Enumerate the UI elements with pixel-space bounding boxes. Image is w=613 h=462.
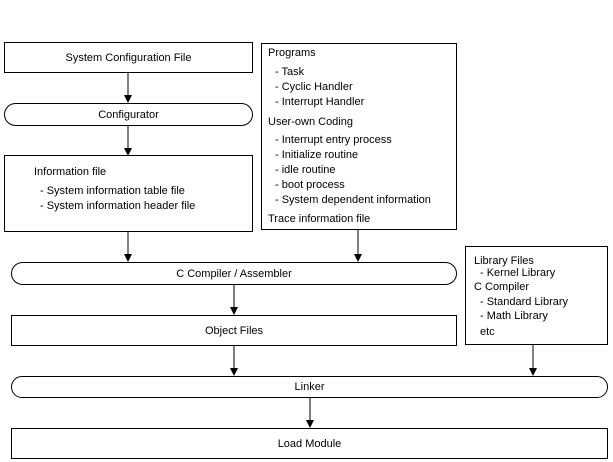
load-module-label: Load Module <box>277 437 342 450</box>
program-item-task: - Task <box>275 66 305 78</box>
user-coding-title: User-own Coding <box>268 116 353 128</box>
user-coding-item-initialize: - Initialize routine <box>275 149 359 161</box>
linker-label: Linker <box>294 381 325 393</box>
library-item-math: - Math Library <box>480 310 548 322</box>
system-config-file-label: System Configuration File <box>65 51 192 64</box>
compiler-process: C Compiler / Assembler <box>11 262 457 285</box>
program-item-cyclic: - Cyclic Handler <box>275 81 353 93</box>
library-item-kernel: - Kernel Library <box>480 267 556 279</box>
info-item-table: - System information table file <box>40 185 185 197</box>
program-item-interrupt: - Interrupt Handler <box>275 96 365 108</box>
library-item-etc: etc <box>480 326 495 338</box>
trace-info-title: Trace information file <box>268 213 371 225</box>
linker-process: Linker <box>11 376 608 398</box>
user-coding-item-idle: - idle routine <box>275 164 336 176</box>
library-files-title: Library Files <box>474 255 534 267</box>
library-item-standard: - Standard Library <box>480 296 569 308</box>
object-files-label: Object Files <box>204 324 264 337</box>
load-module-box: Load Module <box>11 428 608 459</box>
information-file-box: Information file - System information ta… <box>4 155 253 232</box>
library-files-box: Library Files - Kernel Library C Compile… <box>465 246 608 345</box>
information-file-title: Information file <box>34 166 107 178</box>
configurator-label: Configurator <box>98 108 159 121</box>
compiler-label: C Compiler / Assembler <box>176 267 292 280</box>
library-c-compiler-title: C Compiler <box>474 281 530 293</box>
programs-box: Programs - Task - Cyclic Handler - Inter… <box>261 43 457 230</box>
object-files-box: Object Files <box>11 315 457 346</box>
programs-title: Programs <box>268 47 316 59</box>
system-config-file-box: System Configuration File <box>4 42 253 73</box>
user-coding-item-interrupt-entry: - Interrupt entry process <box>275 134 392 146</box>
user-coding-item-system-dependent: - System dependent information <box>275 194 431 206</box>
user-coding-item-boot: - boot process <box>275 179 345 191</box>
configurator-process: Configurator <box>4 103 253 126</box>
info-item-header: - System information header file <box>40 200 196 212</box>
